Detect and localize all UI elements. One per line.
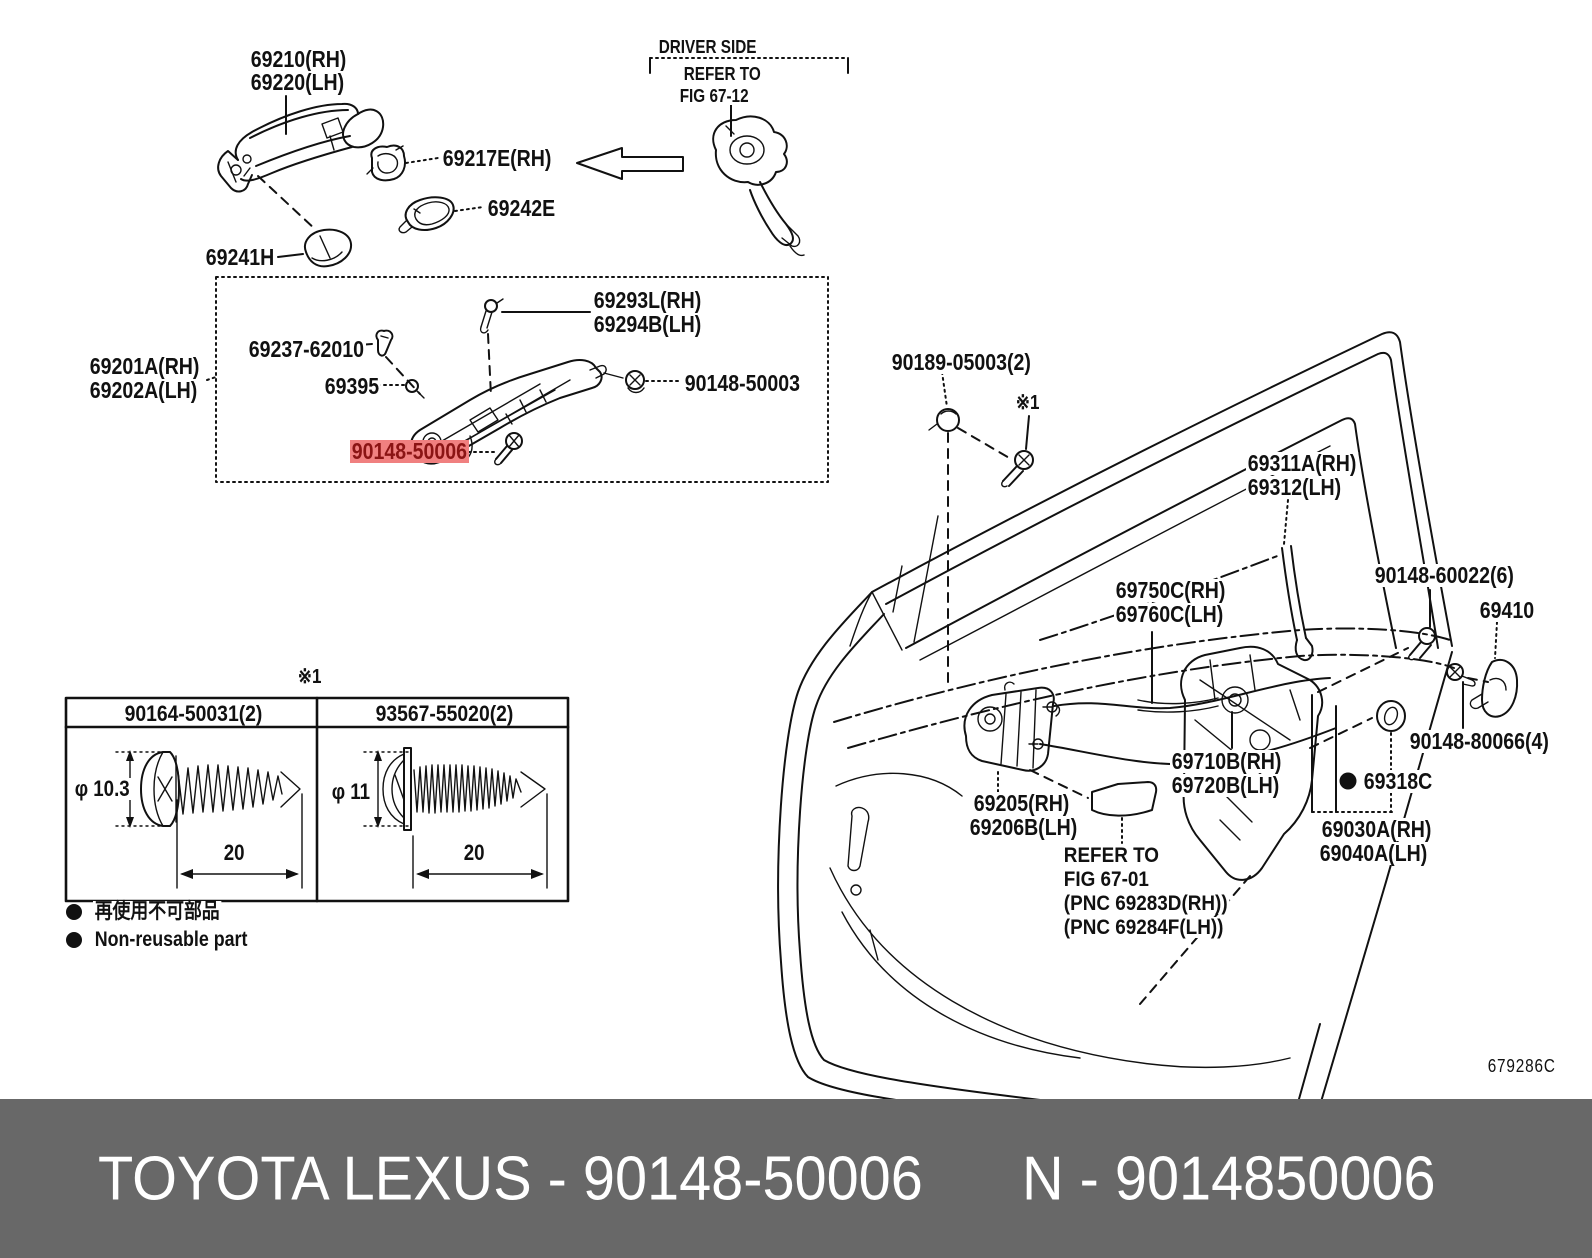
table-header-col1: 90164-50031(2) (124, 701, 263, 726)
driver-side-refer-line2: FIG 67-12 (678, 86, 751, 106)
clip-69410 (1469, 659, 1519, 718)
diameter-col2: φ 11 (330, 779, 372, 804)
cap-69241h (304, 228, 353, 268)
outside-handle-drawing (217, 95, 684, 268)
footer-part-number-text: TOYOTA LEXUS - 90148-50006 (98, 1144, 923, 1213)
length-col2: 20 (463, 840, 485, 865)
part-label-69410: 69410 (1478, 597, 1536, 623)
screw-90148-60022 (1408, 627, 1436, 661)
part-label-69202a-lh: 69202A(LH) (88, 377, 199, 403)
part-label-69220-lh: 69220(LH) (249, 69, 346, 95)
mark1-note: ※1 (1014, 392, 1042, 414)
refer-note-line3: (PNC 69283D(RH)) (1062, 892, 1230, 915)
footer-alt-number-text: N - 9014850006 (1022, 1144, 1436, 1213)
link-bolt-69293 (479, 298, 504, 334)
part-label-90189-05003: 90189-05003(2) (890, 349, 1033, 375)
legend-en: Non-reusable part (93, 928, 250, 951)
part-label-90148-80066: 90148-80066(4) (1408, 728, 1551, 754)
part-label-90148-50003: 90148-50003 (683, 370, 802, 396)
channel-69311 (1281, 545, 1314, 662)
driver-side-lock-cylinder-drawing (649, 57, 849, 257)
bush-69395 (405, 379, 425, 399)
part-label-69720b-lh: 69720B(LH) (1170, 772, 1281, 798)
part-label-69206b-lh: 69206B(LH) (968, 814, 1079, 840)
part-label-69217e: 69217E(RH) (441, 145, 554, 171)
part-label-69750c-rh: 69750C(RH) (1114, 577, 1228, 603)
legend-jp: 再使用不可部品 (93, 900, 222, 923)
escutcheon-69217e (366, 144, 406, 182)
part-label-69040a-lh: 69040A(LH) (1318, 840, 1429, 866)
front-frame-69205 (963, 681, 1061, 772)
part-label-69205-rh: 69205(RH) (972, 790, 1072, 816)
part-label-69241h: 69241H (204, 244, 276, 270)
table-mark1: ※1 (296, 666, 324, 688)
part-label-69710b-rh: 69710B(RH) (1170, 748, 1284, 774)
part-label-90148-50006-highlighted: 90148-50006 (350, 438, 469, 464)
diameter-col1: φ 10.3 (73, 776, 132, 801)
front-door-handle-frame-box (206, 276, 829, 483)
grommet-90189 (928, 408, 960, 432)
fastener-table-drawing (64, 696, 570, 948)
driver-side-refer-line1: REFER TO (682, 64, 763, 84)
non-reusable-bullet-icon (1339, 772, 1357, 790)
table-header-col2: 93567-55020(2) (375, 701, 514, 726)
part-label-69237: 69237-62010 (247, 336, 366, 362)
part-label-69030a-rh: 69030A(RH) (1320, 816, 1434, 842)
door-drawing (777, 331, 1519, 1099)
refer-note-line1: REFER TO (1062, 844, 1161, 867)
cover-69242e (398, 196, 455, 234)
part-label-69294b-lh: 69294B(LH) (592, 311, 703, 337)
length-col1: 20 (223, 840, 245, 865)
diagram-line-art (64, 57, 1519, 1099)
refer-note-line2: FIG 67-01 (1062, 868, 1151, 891)
cable-69750 (1042, 677, 1331, 713)
figure-code: 679286C (1486, 1056, 1558, 1076)
refer-note-line4: (PNC 69284F(LH)) (1062, 916, 1226, 939)
part-label-69293l-rh: 69293L(RH) (592, 287, 703, 313)
refer-pad-shape (1091, 781, 1158, 817)
part-label-69318c: 69318C (1362, 768, 1434, 794)
driver-side-title: DRIVER SIDE (657, 37, 759, 57)
snap-69237 (375, 329, 394, 357)
footer-banner: TOYOTA LEXUS - 90148-50006 N - 901485000… (0, 1099, 1592, 1258)
screw-90148-50006 (494, 432, 523, 466)
part-label-69395: 69395 (323, 373, 381, 399)
part-label-69242e: 69242E (486, 195, 557, 221)
non-reusable-bullet-icon (66, 932, 82, 948)
non-reusable-bullet-icon (66, 904, 82, 920)
part-label-69312-lh: 69312(LH) (1246, 474, 1343, 500)
part-label-69311a-rh: 69311A(RH) (1246, 450, 1359, 476)
nut-90148-50003 (625, 370, 645, 394)
part-label-69210-rh: 69210(RH) (249, 46, 349, 72)
part-label-90148-60022: 90148-60022(6) (1373, 562, 1516, 588)
screw-mark1 (1001, 450, 1034, 488)
screw-90148-80066 (1446, 663, 1476, 687)
handle-end-loop (342, 108, 385, 149)
part-label-69201a-rh: 69201A(RH) (88, 353, 202, 379)
part-label-69760c-lh: 69760C(LH) (1114, 601, 1225, 627)
left-arrow-icon (576, 147, 684, 180)
o-ring-69318c (1376, 700, 1406, 732)
